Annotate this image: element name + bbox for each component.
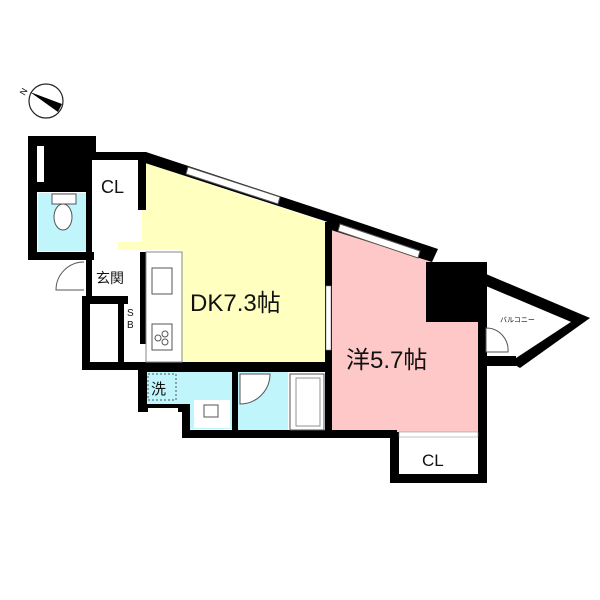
- sliding-door: [325, 285, 332, 351]
- room-western-label: 洋5.7帖: [346, 347, 427, 374]
- entrance-label: 玄関: [96, 270, 124, 286]
- shoe-box-label-b: B: [127, 320, 134, 331]
- room-western-fill: [331, 228, 478, 432]
- toilet-icon: [51, 193, 77, 231]
- north-arrow-icon: N: [18, 83, 64, 119]
- balcony-label: バルコニー: [500, 316, 535, 324]
- closet-top-label: CL: [101, 177, 124, 197]
- room-dk-label: DK7.3帖: [190, 290, 281, 317]
- stove-icon: [151, 323, 173, 351]
- closet-bottom-fill: [399, 437, 478, 474]
- laundry-label: 洗: [151, 381, 166, 398]
- washbasin-icon: [203, 404, 219, 418]
- closet-top-fill: [92, 160, 138, 200]
- entry-door-swing: [55, 261, 85, 291]
- washer-space: [147, 373, 177, 401]
- compass-north-label: N: [18, 86, 30, 97]
- closet-bottom-label: CL: [422, 451, 444, 470]
- balcony-door-swing: [485, 327, 509, 353]
- entrance-fill: [92, 260, 140, 296]
- room-dk-fill: [118, 162, 325, 362]
- bath-door-swing: [239, 373, 271, 405]
- sink-icon: [151, 267, 173, 295]
- shoe-box-label-s: S: [127, 308, 134, 319]
- window: [185, 166, 421, 259]
